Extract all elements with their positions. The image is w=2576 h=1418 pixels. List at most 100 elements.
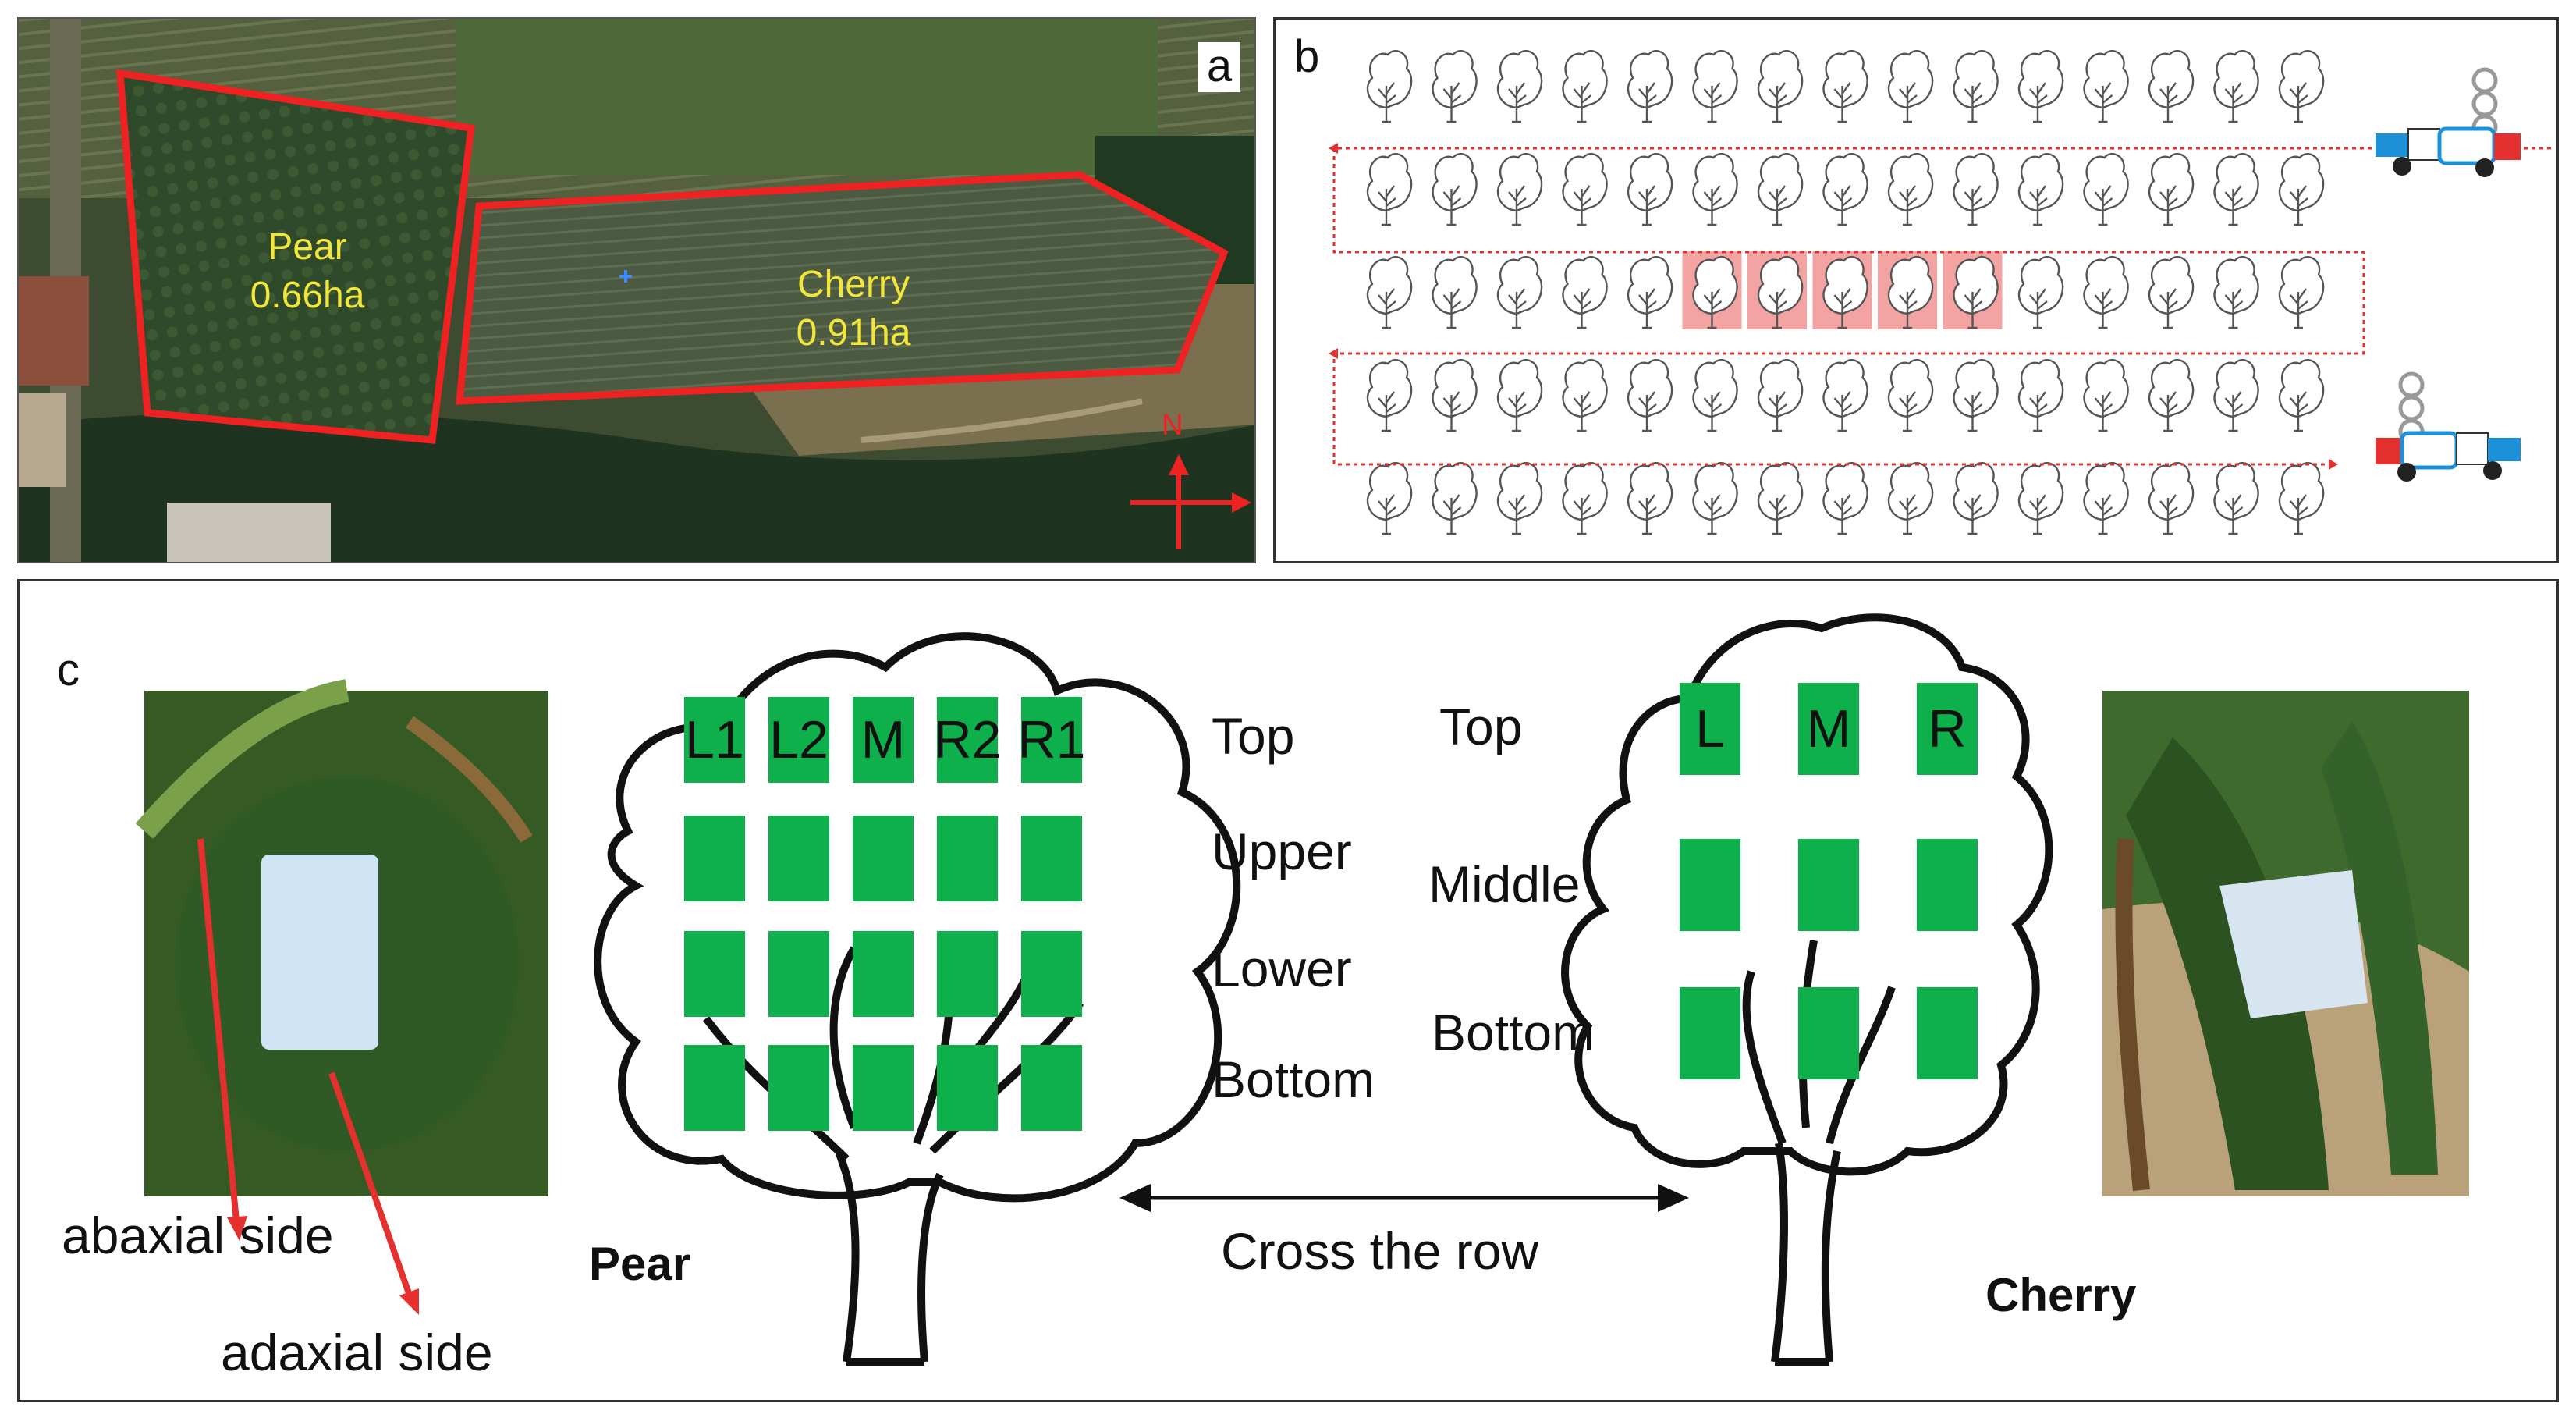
tree-icon bbox=[2017, 461, 2064, 535]
panel-letter: a bbox=[1198, 42, 1240, 92]
orchard-grid bbox=[1329, 49, 2551, 535]
cherry-column-label: R bbox=[1928, 699, 1967, 759]
tree-icon bbox=[2083, 152, 2129, 226]
tree-icon bbox=[1496, 358, 1543, 432]
tree-icon bbox=[1627, 49, 1673, 123]
tree-icon bbox=[1887, 49, 1934, 123]
tree-icon bbox=[1496, 255, 1543, 329]
leaf-side-arrows bbox=[197, 838, 419, 1315]
cross-row-arrow bbox=[1119, 1184, 1689, 1212]
cherry-plot-label: Cherry 0.91ha bbox=[736, 261, 970, 357]
tree-icon bbox=[1692, 358, 1738, 432]
tree-icon bbox=[1366, 255, 1413, 329]
tree-icon bbox=[1953, 152, 1999, 226]
tree-icon bbox=[2213, 358, 2259, 432]
tree-icon bbox=[2017, 152, 2064, 226]
pear-sample-bottom-l1 bbox=[684, 1045, 745, 1131]
pear-label: Pear bbox=[589, 1238, 691, 1290]
tree-icon bbox=[2083, 461, 2129, 535]
aerial-photo bbox=[19, 19, 1254, 562]
tree-icon bbox=[1953, 358, 1999, 432]
pear-plot-boundary bbox=[116, 69, 476, 444]
panel-letter: b bbox=[1294, 31, 1320, 82]
tree-icon bbox=[1757, 152, 1804, 226]
panel-b-orchard-layout: b bbox=[1273, 17, 2559, 563]
tree-icon bbox=[2148, 49, 2195, 123]
tree-icon bbox=[1496, 152, 1543, 226]
pear-column-label: R1 bbox=[1017, 710, 1086, 769]
cherry-column-label: L bbox=[1695, 699, 1725, 759]
tree-icon bbox=[2213, 461, 2259, 535]
pear-area: 0.66ha bbox=[250, 275, 365, 316]
pear-sample-upper-l1 bbox=[684, 816, 745, 901]
tree-icon bbox=[1692, 152, 1738, 226]
pear-sample-bottom-m bbox=[853, 1045, 914, 1131]
tree-icon bbox=[1432, 461, 1478, 535]
pear-layer-bottom: Bottom bbox=[1212, 1050, 1375, 1108]
north-label: N bbox=[1162, 409, 1183, 442]
pear-plot-label: Pear 0.66ha bbox=[214, 223, 401, 320]
tree-icon bbox=[2017, 49, 2064, 123]
tree-icon bbox=[1562, 152, 1608, 226]
panel-a-aerial-map: a Pear 0.66ha Cherry 0.91ha N bbox=[17, 17, 1256, 563]
tree-icon bbox=[2278, 49, 2325, 123]
pear-sample-upper-m bbox=[853, 816, 914, 901]
north-arrow-icon bbox=[1130, 454, 1251, 549]
tree-icon bbox=[2278, 358, 2325, 432]
tree-icon bbox=[1627, 461, 1673, 535]
tree-icon bbox=[1887, 358, 1934, 432]
pear-column-label: L2 bbox=[769, 710, 829, 769]
location-marker-icon bbox=[619, 270, 632, 283]
tree-icon bbox=[1432, 49, 1478, 123]
cross-row-label: Cross the row bbox=[1221, 1222, 1539, 1280]
tree-icon bbox=[2278, 255, 2325, 329]
tree-icon bbox=[1757, 49, 1804, 123]
tree-icon bbox=[1562, 358, 1608, 432]
cherry-sample-middle-l bbox=[1680, 839, 1740, 931]
cherry-area: 0.91ha bbox=[796, 312, 911, 354]
tree-icon bbox=[2017, 358, 2064, 432]
pear-sample-upper-r1 bbox=[1021, 816, 1082, 901]
tree-icon bbox=[1887, 461, 1934, 535]
tree-icon bbox=[1432, 255, 1478, 329]
pear-sample-bottom-r1 bbox=[1021, 1045, 1082, 1131]
tree-icon bbox=[1757, 358, 1804, 432]
pear-sample-top-r1 bbox=[1021, 697, 1082, 783]
tree-icon bbox=[1627, 255, 1673, 329]
sprayer-vehicle-icon bbox=[2376, 67, 2521, 177]
tree-icon bbox=[1692, 461, 1738, 535]
tree-icon bbox=[2083, 358, 2129, 432]
tree-icon bbox=[1562, 461, 1608, 535]
pear-sample-top-m bbox=[853, 697, 914, 783]
tree-icon bbox=[1627, 152, 1673, 226]
cherry-layer-middle: Middle bbox=[1428, 855, 1581, 913]
tree-icon bbox=[1496, 461, 1543, 535]
pear-sample-lower-r1 bbox=[1021, 931, 1082, 1017]
tree-icon bbox=[1627, 358, 1673, 432]
tree-icon bbox=[1496, 49, 1543, 123]
tree-icon bbox=[1822, 49, 1868, 123]
panel-c-sampling-positions: c bbox=[17, 579, 2559, 1402]
tree-icon bbox=[1366, 152, 1413, 226]
cherry-sample-top-m bbox=[1798, 683, 1859, 775]
pear-sample-lower-l1 bbox=[684, 931, 745, 1017]
pear-sample-bottom-r2 bbox=[937, 1045, 998, 1131]
sprayer-vehicle-icon bbox=[2376, 371, 2521, 482]
tree-icon bbox=[2148, 358, 2195, 432]
pear-layer-top: Top bbox=[1212, 707, 1295, 765]
cherry-layer-top: Top bbox=[1439, 698, 1523, 755]
pear-column-label: R2 bbox=[933, 710, 1002, 769]
tree-icon bbox=[1953, 461, 1999, 535]
tree-icon bbox=[2148, 152, 2195, 226]
tree-icon bbox=[1562, 255, 1608, 329]
pear-name: Pear bbox=[268, 226, 347, 268]
pear-sample-top-l2 bbox=[768, 697, 829, 783]
tree-icon bbox=[2148, 255, 2195, 329]
tree-icon bbox=[2148, 461, 2195, 535]
tree-icon bbox=[1366, 358, 1413, 432]
pear-sample-lower-r2 bbox=[937, 931, 998, 1017]
cherry-sample-middle-r bbox=[1917, 839, 1978, 931]
tree-icon bbox=[2083, 49, 2129, 123]
pear-column-label: M bbox=[860, 710, 906, 769]
